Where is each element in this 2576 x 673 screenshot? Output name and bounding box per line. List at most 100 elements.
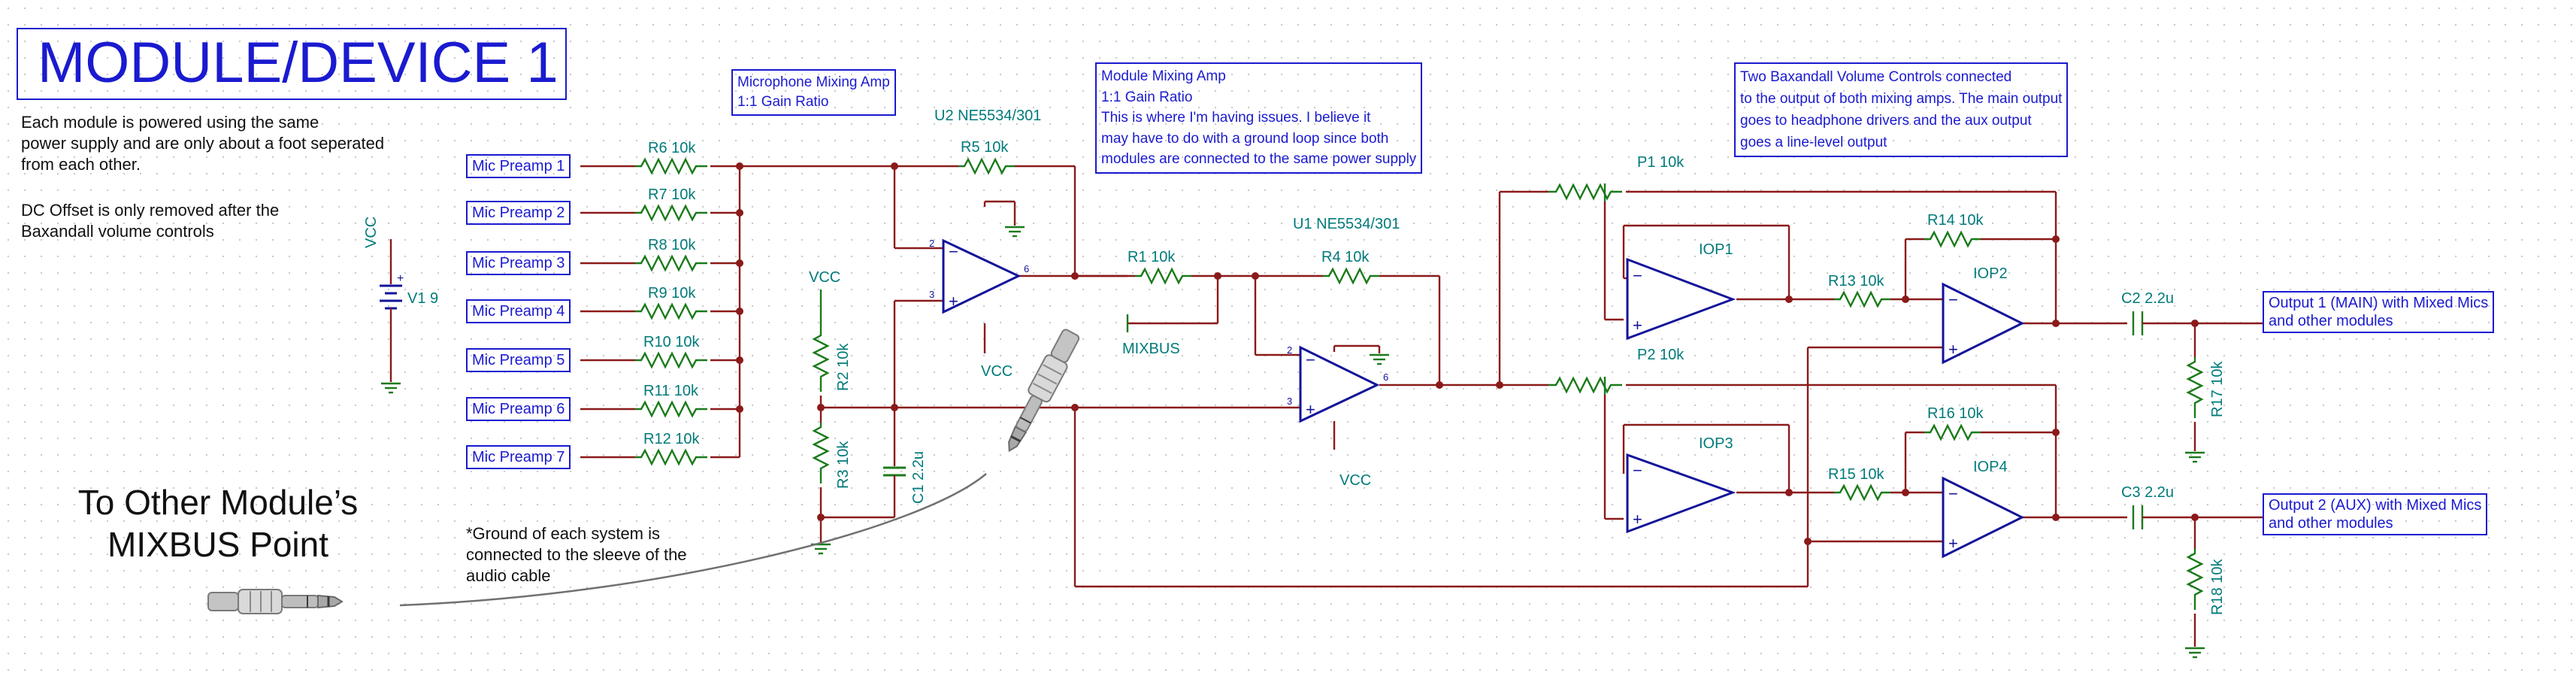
label-R6: R6 10k (648, 140, 696, 156)
ground-icon (1003, 226, 1026, 238)
resistor-R18 (2186, 549, 2204, 610)
resistor-R10 (635, 351, 707, 369)
label-R11: R11 10k (643, 383, 699, 399)
page-title: MODULE/DEVICE 1 (38, 31, 558, 95)
label-C1: C1 2.2u (910, 451, 927, 504)
svg-text:−: − (1633, 266, 1642, 285)
input-port-3: Mic Preamp 3 (466, 251, 571, 275)
comment-line: Module Mixing Amp (1101, 68, 1226, 84)
label-IOP3: IOP3 (1699, 435, 1733, 452)
svg-text:+: + (1633, 510, 1642, 529)
input-port-1: Mic Preamp 1 (466, 154, 571, 178)
resistor-R1 (1135, 267, 1191, 285)
label-IOP4: IOP4 (1973, 459, 2008, 475)
svg-text:+: + (949, 292, 958, 311)
label-vcc-u2: VCC (981, 363, 1013, 380)
pin-label: 2 (1287, 344, 1292, 356)
output-port-label: and other modules (2269, 515, 2393, 532)
opamp-U1: −+ (1299, 345, 1380, 423)
ground-icon (1368, 353, 1391, 365)
svg-text:+: + (1948, 340, 1958, 359)
label-R13: R13 10k (1828, 273, 1884, 290)
mic-mixing-comment: Microphone Mixing Amp 1:1 Gain Ratio (731, 69, 896, 116)
label-R8: R8 10k (648, 237, 696, 253)
input-port-7: Mic Preamp 7 (466, 445, 571, 469)
other-module-line: MIXBUS Point (107, 525, 328, 564)
module-mixing-amp-wiring (1071, 267, 1808, 588)
comment-line: modules are connected to the same power … (1101, 151, 1417, 167)
comment-line: may have to do with a ground loop since … (1101, 130, 1389, 147)
label-C2: C2 2.2u (2121, 290, 2174, 307)
label-R14: R14 10k (1927, 212, 1984, 229)
svg-text:+: + (1306, 400, 1315, 419)
resistor-R6 (635, 157, 707, 175)
resistor-R17 (2186, 357, 2204, 418)
dc-note-line: DC Offset is only removed after the (21, 201, 280, 220)
input-resistor-network (580, 157, 743, 466)
label-R10: R10 10k (643, 334, 700, 350)
input-port-label: Mic Preamp 1 (472, 158, 565, 174)
input-port-label: Mic Preamp 3 (472, 255, 565, 271)
svg-text:−: − (949, 242, 958, 261)
ground-icon (2184, 647, 2206, 659)
opamp-IOP3: −+ (1626, 453, 1736, 534)
label-R9: R9 10k (648, 285, 696, 302)
mic-mixing-amp-wiring (740, 157, 1128, 408)
label-R16: R16 10k (1927, 405, 1984, 422)
input-port-5: Mic Preamp 5 (466, 348, 571, 372)
dc-offset-note: DC Offset is only removed after the Baxa… (21, 200, 279, 242)
label-R17: R17 10k (2209, 361, 2226, 417)
resistor-R7 (635, 204, 707, 222)
input-port-4: Mic Preamp 4 (466, 299, 571, 323)
comment-line: Microphone Mixing Amp (737, 74, 890, 90)
input-port-6: Mic Preamp 6 (466, 397, 571, 421)
power-note-line: from each other. (21, 155, 141, 174)
label-vcc-u1: VCC (1339, 472, 1371, 489)
label-R15: R15 10k (1828, 466, 1884, 483)
label-C3: C3 2.2u (2121, 484, 2174, 501)
opamp-IOP4: −+ (1942, 476, 2025, 559)
input-port-label: Mic Preamp 6 (472, 401, 565, 417)
output-port-label: Output 2 (AUX) with Mixed Mics (2269, 497, 2482, 514)
output-port-aux: Output 2 (AUX) with Mixed Mics and other… (2263, 493, 2488, 535)
comment-line: Two Baxandall Volume Controls connected (1740, 69, 2012, 85)
resistor-R9 (635, 302, 707, 320)
opamp-IOP2: −+ (1942, 282, 2025, 365)
svg-text:−: − (1306, 350, 1315, 369)
comment-line: goes a line-level output (1740, 135, 1887, 150)
resistor-R3 (812, 423, 830, 484)
power-note-line: Each module is powered using the same (21, 113, 319, 132)
title-box: MODULE/DEVICE 1 (17, 28, 567, 100)
ground-note: *Ground of each system is connected to t… (466, 523, 687, 587)
output-port-label: and other modules (2269, 313, 2393, 329)
resistor-R14 (1924, 230, 1981, 248)
svg-text:+: + (1633, 316, 1642, 335)
resistor-R13 (1834, 290, 1890, 308)
baxandall-wiring (1496, 183, 2263, 647)
label-R2: R2 10k (835, 343, 852, 391)
label-R12: R12 10k (643, 431, 700, 447)
ground-note-line: audio cable (466, 566, 551, 585)
resistor-R11 (635, 400, 707, 418)
power-note: Each module is powered using the same po… (21, 112, 384, 175)
svg-text:+: + (1948, 534, 1958, 553)
battery-icon: + (380, 239, 404, 382)
label-vcc-battery: VCC (363, 217, 380, 248)
pin-label: 6 (1024, 263, 1029, 274)
comment-line: 1:1 Gain Ratio (1101, 89, 1193, 105)
resistor-R12 (635, 448, 707, 466)
resistor-R16 (1924, 423, 1981, 441)
input-port-label: Mic Preamp 2 (472, 205, 565, 221)
label-V1: V1 9 (407, 290, 438, 307)
label-R5: R5 10k (961, 139, 1009, 156)
ground-note-line: connected to the sleeve of the (466, 545, 687, 564)
svg-text:−: − (1948, 290, 1958, 309)
label-U2: U2 NE5534/301 (934, 108, 1041, 124)
dc-note-line: Baxandall volume controls (21, 222, 214, 241)
input-port-label: Mic Preamp 4 (472, 303, 565, 320)
label-mixbus: MIXBUS (1122, 341, 1180, 357)
jack-plug-icon (997, 326, 1084, 458)
input-port-label: Mic Preamp 5 (472, 352, 565, 368)
svg-text:+: + (397, 272, 404, 285)
module-mixing-comment: Module Mixing Amp 1:1 Gain Ratio This is… (1095, 62, 1423, 174)
